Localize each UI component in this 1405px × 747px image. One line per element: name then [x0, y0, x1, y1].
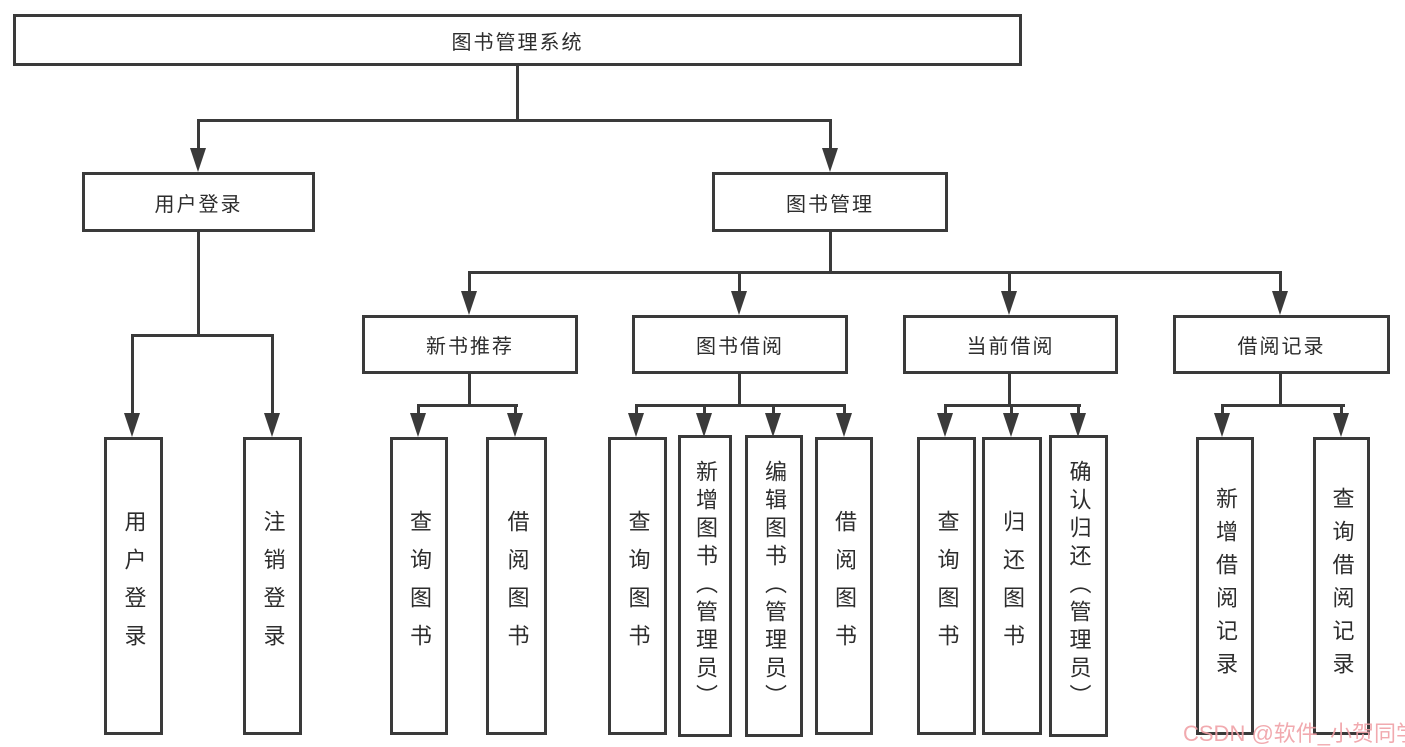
connector-line — [829, 232, 832, 274]
connector-line — [1221, 404, 1224, 416]
arrow-down-icon — [124, 413, 140, 437]
arrow-down-icon — [1272, 291, 1288, 315]
node-user-login: 用户登录 — [82, 172, 315, 232]
connector-line — [131, 334, 134, 416]
csdn-watermark: CSDN @软件_小贺同学 — [1183, 721, 1405, 746]
connector-line — [197, 119, 832, 122]
connector-line — [271, 334, 274, 416]
connector-line — [468, 374, 471, 407]
connector-line — [516, 66, 519, 121]
arrow-down-icon — [836, 413, 852, 437]
node-root: 图书管理系统 — [13, 14, 1022, 66]
connector-line — [1077, 404, 1080, 416]
connector-line — [635, 404, 846, 407]
arrow-down-icon — [190, 148, 206, 172]
leaf-recommend-borrow-books: 借阅图书 — [486, 437, 547, 735]
connector-line — [1221, 404, 1345, 407]
arrow-down-icon — [1070, 413, 1086, 437]
connector-line — [417, 404, 420, 416]
arrow-down-icon — [507, 413, 523, 437]
node-borrow-records: 借阅记录 — [1173, 315, 1390, 374]
arrow-down-icon — [1001, 291, 1017, 315]
connector-line — [829, 119, 832, 152]
connector-line — [772, 404, 775, 416]
connector-line — [1010, 404, 1013, 416]
arrow-down-icon — [410, 413, 426, 437]
arrow-down-icon — [765, 413, 781, 437]
leaf-borrow-query-books: 查询图书 — [608, 437, 667, 735]
connector-line — [635, 404, 638, 416]
arrow-down-icon — [696, 413, 712, 437]
connector-line — [1279, 374, 1282, 407]
leaf-add-borrow-record: 新增借阅记录 — [1196, 437, 1254, 735]
leaf-borrow-books: 借阅图书 — [815, 437, 873, 735]
leaf-logout: 注销登录 — [243, 437, 302, 735]
leaf-user-login: 用户登录 — [104, 437, 163, 735]
connector-line — [468, 271, 471, 295]
connector-line — [468, 271, 1282, 274]
node-book-borrow: 图书借阅 — [632, 315, 848, 374]
connector-line — [1279, 271, 1282, 295]
connector-line — [417, 404, 518, 407]
arrow-down-icon — [461, 291, 477, 315]
arrow-down-icon — [731, 291, 747, 315]
connector-line — [738, 374, 741, 407]
arrow-down-icon — [937, 413, 953, 437]
leaf-return-books: 归还图书 — [982, 437, 1042, 735]
node-new-book-recommend: 新书推荐 — [362, 315, 578, 374]
connector-line — [197, 232, 200, 337]
connector-line — [514, 404, 517, 416]
node-current-borrow: 当前借阅 — [903, 315, 1118, 374]
arrow-down-icon — [1214, 413, 1230, 437]
arrow-down-icon — [1003, 413, 1019, 437]
leaf-edit-books-admin: 编辑图书（管理员） — [745, 435, 803, 737]
arrow-down-icon — [822, 148, 838, 172]
leaf-query-borrow-record: 查询借阅记录 — [1313, 437, 1370, 735]
arrow-down-icon — [628, 413, 644, 437]
connector-line — [1008, 374, 1011, 407]
connector-line — [197, 119, 200, 152]
connector-line — [1008, 271, 1011, 295]
connector-line — [738, 271, 741, 295]
leaf-confirm-return-admin: 确认归还（管理员） — [1049, 435, 1108, 737]
arrow-down-icon — [264, 413, 280, 437]
leaf-recommend-query-books: 查询图书 — [390, 437, 448, 735]
node-book-management: 图书管理 — [712, 172, 948, 232]
connector-line — [1340, 404, 1343, 416]
connector-line — [944, 404, 947, 416]
connector-line — [131, 334, 274, 337]
arrow-down-icon — [1333, 413, 1349, 437]
connector-line — [843, 404, 846, 416]
leaf-current-query-books: 查询图书 — [917, 437, 976, 735]
connector-line — [703, 404, 706, 416]
leaf-add-books-admin: 新增图书（管理员） — [678, 435, 732, 737]
